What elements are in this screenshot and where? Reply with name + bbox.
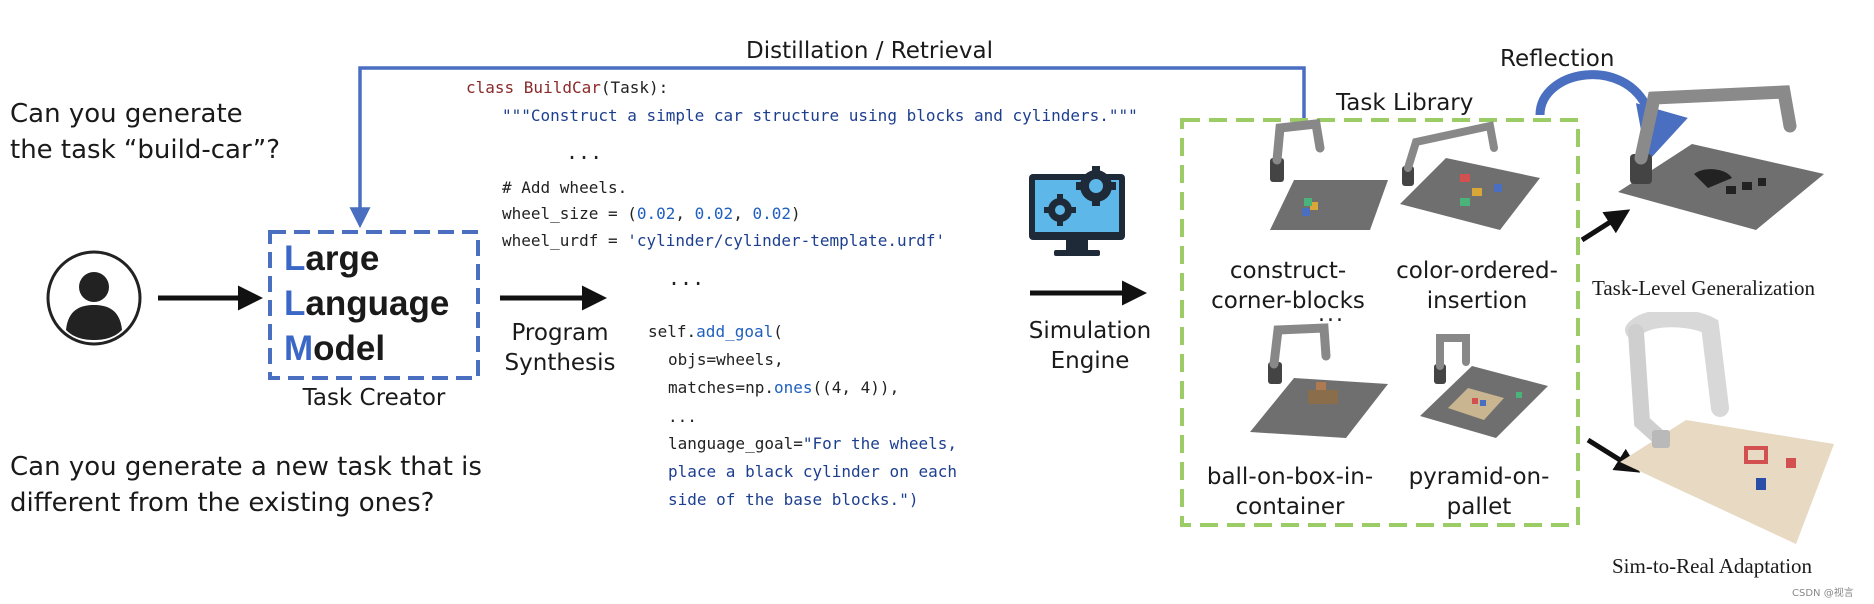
distillation-retrieval-label: Distillation / Retrieval	[746, 38, 994, 64]
task-level-generalization-label: Task-Level Generalization	[1592, 276, 1816, 300]
code-class-line: class BuildCar(Task):	[466, 78, 669, 97]
user-avatar-icon	[46, 250, 142, 346]
code-goal-line-2: place a black cylinder on each	[668, 462, 957, 481]
gear-icon	[1076, 166, 1116, 206]
task-render-color-ordered-insertion	[1400, 121, 1540, 230]
library-to-task-gen-arrow	[1580, 209, 1631, 243]
llm-line-large: Large	[284, 239, 380, 278]
sim-to-real-label: Sim-to-Real Adaptation	[1612, 554, 1813, 578]
code-matches: matches=np.ones((4, 4)),	[668, 378, 900, 397]
llm-dashed-box	[268, 230, 480, 380]
task-label-construct-corner-blocks: construct- corner-blocks	[1211, 258, 1365, 314]
task-render-pyramid-on-pallet	[1420, 334, 1548, 438]
code-ellipsis-2: ...	[668, 266, 705, 290]
program-synthesis-label: Program Synthesis	[504, 320, 616, 376]
task-level-generalization-render	[1618, 85, 1824, 230]
task-label-color-ordered-insertion: color-ordered- insertion	[1396, 258, 1558, 314]
distillation-retrieval-arrow	[349, 66, 1306, 229]
task-library-title: Task Library	[1336, 90, 1474, 116]
question-new-task: Can you generate a new task that is diff…	[10, 452, 482, 518]
llm-line-model: Model	[284, 329, 386, 368]
code-wheel-urdf: wheel_urdf = 'cylinder/cylinder-template…	[502, 231, 946, 250]
llm-title: Large Language Model	[284, 236, 449, 371]
simulation-monitor-icon	[1029, 166, 1125, 256]
task-label-ball-on-box-in-container: ball-on-box-in- container	[1206, 464, 1374, 520]
task-creator-label: Task Creator	[302, 385, 446, 411]
watermark: CSDN @视言	[1792, 588, 1854, 599]
task-library-ellipsis: ...	[1318, 302, 1345, 327]
task-library-box	[1180, 118, 1580, 527]
small-gear-icon	[1044, 194, 1076, 226]
llm-line-language: Language	[284, 284, 450, 323]
code-objs: objs=wheels,	[668, 350, 784, 369]
simulation-engine-label: Simulation Engine	[1028, 318, 1152, 374]
code-add-goal: self.add_goal(	[648, 322, 783, 341]
question-build-car: Can you generate the task “build-car”?	[10, 99, 280, 165]
code-ellipsis-3: ...	[668, 407, 697, 426]
code-language-goal: language_goal="For the wheels,	[668, 434, 957, 453]
task-render-construct-corner-blocks	[1270, 119, 1388, 230]
reflection-arrow	[1535, 70, 1688, 163]
reflection-label: Reflection	[1500, 46, 1615, 72]
task-label-pyramid-on-pallet: pyramid-on- pallet	[1408, 464, 1550, 520]
code-goal-line-3: side of the base blocks.")	[668, 490, 919, 509]
code-comment: # Add wheels.	[502, 178, 628, 197]
task-render-ball-on-box-in-container	[1250, 323, 1388, 438]
sim-to-real-render	[1620, 312, 1834, 544]
code-wheel-size: wheel_size = (0.02, 0.02, 0.02)	[502, 204, 801, 223]
code-docstring: """Construct a simple car structure usin…	[502, 106, 1138, 125]
code-ellipsis-1: ...	[566, 140, 603, 164]
